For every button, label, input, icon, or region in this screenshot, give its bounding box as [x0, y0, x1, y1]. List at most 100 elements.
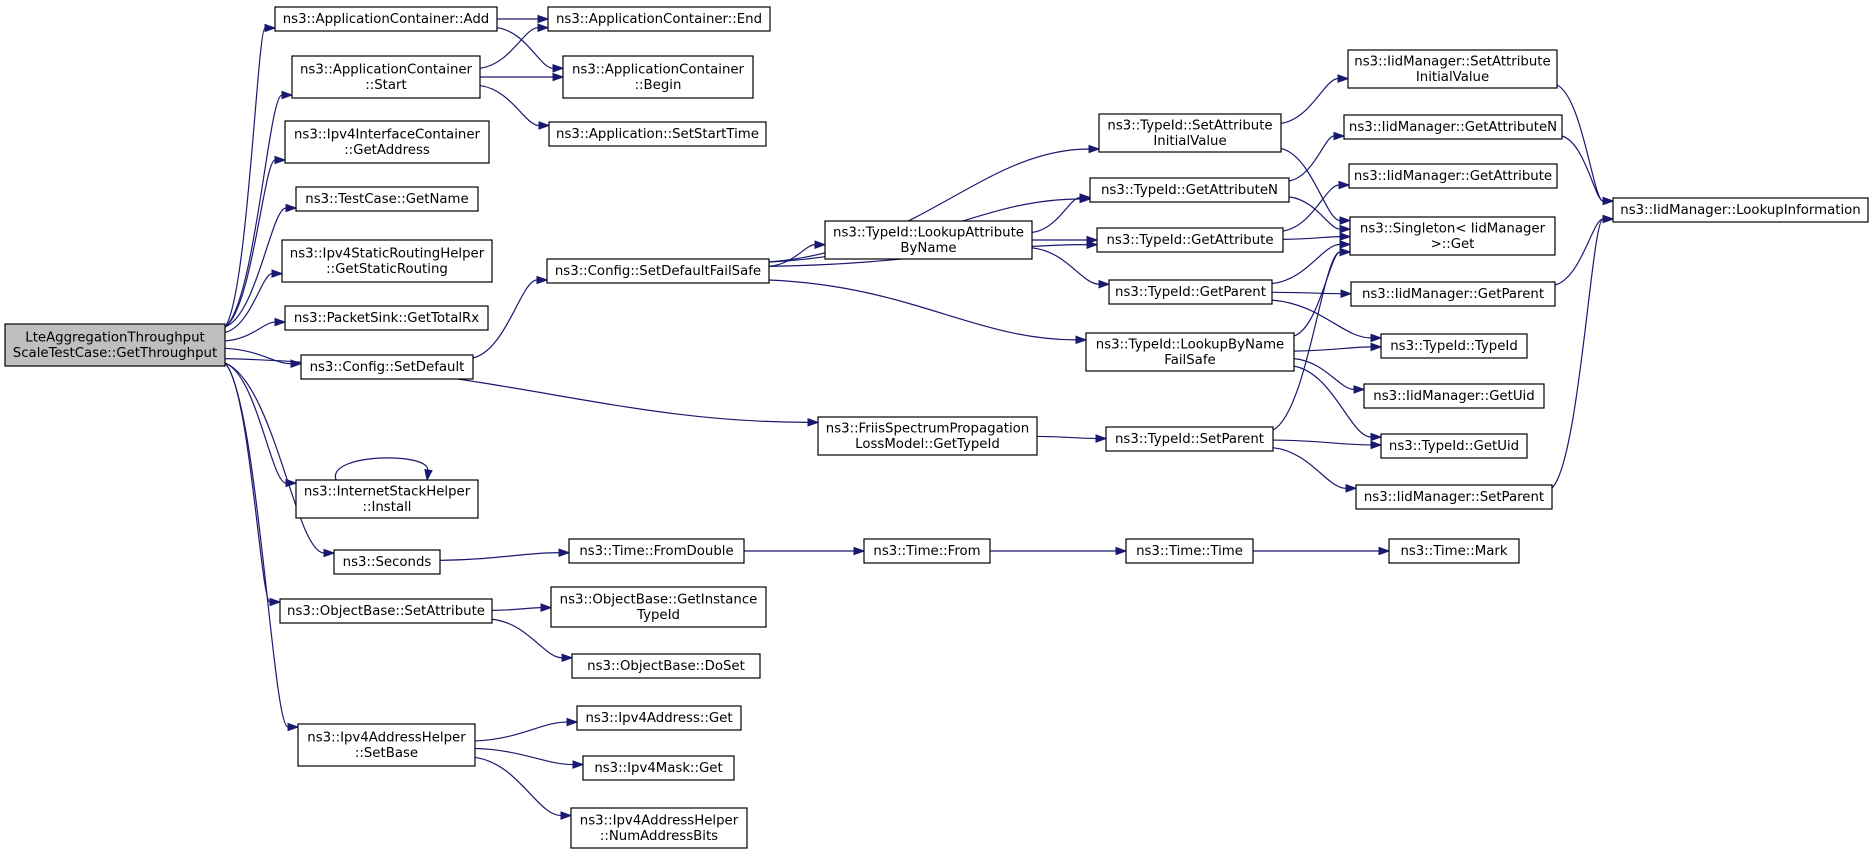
node-tidGetAttrN[interactable]: ns3::TypeId::GetAttributeN — [1089, 177, 1290, 203]
edge-line — [1280, 147, 1341, 222]
node-iidGetAttr[interactable]: ns3::IidManager::GetAttribute — [1348, 163, 1558, 189]
node-box — [1096, 227, 1284, 253]
edge-line — [439, 552, 560, 561]
node-objSetAttr[interactable]: ns3::ObjectBase::SetAttribute — [279, 598, 493, 624]
edge-line — [1271, 299, 1372, 339]
edge-root-to-ipv4AddrSetBase — [224, 362, 300, 732]
node-label: ::GetAddress — [344, 143, 430, 158]
node-iidGetUid[interactable]: ns3::IidManager::GetUid — [1363, 383, 1545, 409]
node-iidSetParent[interactable]: ns3::IidManager::SetParent — [1355, 484, 1553, 510]
node-iidGetParent[interactable]: ns3::IidManager::GetParent — [1350, 281, 1556, 307]
node-timeFrom[interactable]: ns3::Time::From — [863, 538, 991, 564]
edge-line — [1556, 84, 1604, 202]
edge-line — [1554, 218, 1604, 286]
arrowhead — [1337, 74, 1350, 83]
node-label: ::Start — [365, 78, 406, 93]
node-label: InitialValue — [1416, 70, 1489, 85]
edge-appStart-to-appSetStart — [479, 84, 551, 130]
edge-line — [1271, 243, 1341, 285]
edge-appStart-to-appEnd — [479, 23, 550, 69]
node-seconds[interactable]: ns3::Seconds — [333, 549, 441, 575]
node-ipv4Static[interactable]: ns3::Ipv4StaticRoutingHelper::GetStaticR… — [281, 239, 493, 283]
arrowhead — [1378, 546, 1391, 556]
arrowhead — [1115, 546, 1128, 556]
node-label: ns3::TypeId::LookupByName — [1096, 337, 1284, 352]
edge-line — [1282, 236, 1341, 240]
node-ipv4GetAddr[interactable]: ns3::Ipv4InterfaceContainer::GetAddress — [284, 120, 490, 164]
node-appStart[interactable]: ns3::ApplicationContainer::Start — [291, 55, 481, 99]
arrowhead — [814, 240, 827, 249]
arrowhead — [323, 548, 336, 558]
node-box — [279, 598, 493, 624]
node-iidLookupInfo[interactable]: ns3::IidManager::LookupInformation — [1612, 197, 1869, 223]
edge-line — [224, 362, 289, 728]
edge-tidGetParent-to-singleton — [1271, 240, 1352, 285]
node-objDoSet[interactable]: ns3::ObjectBase::DoSet — [571, 653, 761, 679]
node-box — [817, 416, 1038, 456]
node-label: ns3::Ipv4AddressHelper — [307, 730, 466, 745]
edge-line — [768, 279, 1077, 341]
node-ipv4NumBits[interactable]: ns3::Ipv4AddressHelper::NumAddressBits — [570, 807, 748, 849]
node-label: ns3::ObjectBase::SetAttribute — [287, 604, 485, 619]
arrowhead — [1333, 131, 1346, 141]
node-inetInstall[interactable]: ns3::InternetStackHelper::Install — [295, 479, 479, 519]
node-box — [333, 549, 441, 575]
node-tidTypeId[interactable]: ns3::TypeId::TypeId — [1380, 333, 1528, 359]
node-label: ns3::IidManager::LookupInformation — [1620, 203, 1860, 218]
node-label: ns3::ObjectBase::GetInstance — [560, 592, 758, 607]
edge-line — [474, 747, 574, 766]
node-timeMark[interactable]: ns3::Time::Mark — [1388, 538, 1520, 564]
node-box — [284, 305, 489, 331]
arrowhead — [552, 72, 565, 82]
node-root[interactable]: LteAggregationThroughputScaleTestCase::G… — [4, 323, 226, 367]
node-ipv4AddrGet[interactable]: ns3::Ipv4Address::Get — [576, 705, 742, 731]
node-timeTime[interactable]: ns3::Time::Time — [1125, 538, 1254, 564]
node-ipv4MaskGet[interactable]: ns3::Ipv4Mask::Get — [582, 755, 735, 781]
node-appEnd[interactable]: ns3::ApplicationContainer::End — [547, 6, 771, 32]
node-appSetStart[interactable]: ns3::Application::SetStartTime — [548, 121, 767, 147]
node-pktSink[interactable]: ns3::PacketSink::GetTotalRx — [284, 305, 489, 331]
node-label: ns3::ApplicationContainer — [300, 62, 473, 77]
node-box — [291, 55, 481, 99]
node-iidGetAttrN[interactable]: ns3::IidManager::GetAttributeN — [1343, 114, 1563, 140]
edge-line — [1280, 78, 1339, 124]
edge-iidGetAttrN-to-iidLookupInfo — [1561, 135, 1615, 206]
edge-root-to-objSetAttr — [224, 362, 282, 607]
node-tidGetAttr[interactable]: ns3::TypeId::GetAttribute — [1096, 227, 1284, 253]
node-label: TypeId — [636, 608, 680, 623]
node-cfgSetDefault[interactable]: ns3::Config::SetDefault — [300, 354, 474, 380]
edge-line — [1272, 447, 1347, 489]
node-timeFromDouble[interactable]: ns3::Time::FromDouble — [568, 538, 745, 564]
edge-tidSetParent-to-iidSetParent — [1272, 447, 1358, 493]
node-tcGetName[interactable]: ns3::TestCase::GetName — [295, 186, 479, 212]
edge-line — [1272, 439, 1372, 446]
edge-line — [1293, 358, 1355, 390]
node-cfgFailSafe[interactable]: ns3::Config::SetDefaultFailSafe — [546, 258, 770, 284]
edge-iidSetAttr-to-iidLookupInfo — [1556, 84, 1615, 206]
edge-cfgSetDefault-to-cfgFailSafe — [472, 275, 549, 359]
node-label: ns3::Time::From — [873, 544, 980, 559]
node-friis[interactable]: ns3::FriisSpectrumPropagationLossModel::… — [817, 416, 1038, 456]
node-tidSetParent[interactable]: ns3::TypeId::SetParent — [1105, 426, 1274, 452]
node-label: ns3::Ipv4StaticRoutingHelper — [290, 246, 485, 261]
arrowhead — [853, 546, 866, 556]
arrowhead — [264, 23, 277, 33]
node-tidGetUid[interactable]: ns3::TypeId::GetUid — [1380, 433, 1528, 459]
node-ipv4AddrSetBase[interactable]: ns3::Ipv4AddressHelper::SetBase — [297, 723, 476, 767]
arrowhead — [1340, 289, 1353, 299]
node-iidSetAttr[interactable]: ns3::IidManager::SetAttributeInitialValu… — [1347, 49, 1558, 89]
node-tidGetParent[interactable]: ns3::TypeId::GetParent — [1108, 279, 1273, 305]
edge-tidGetAttrN-to-iidGetAttrN — [1288, 131, 1346, 182]
edge-line — [491, 607, 542, 611]
arrowhead — [1370, 342, 1383, 352]
arrowhead — [1602, 196, 1615, 206]
node-appAdd[interactable]: ns3::ApplicationContainer::Add — [274, 6, 498, 32]
node-singleton[interactable]: ns3::Singleton< IidManager >::Get — [1349, 216, 1556, 256]
node-appBegin[interactable]: ns3::ApplicationContainer::Begin — [562, 55, 754, 99]
edge-line — [479, 84, 540, 127]
arrowhead — [566, 717, 579, 727]
